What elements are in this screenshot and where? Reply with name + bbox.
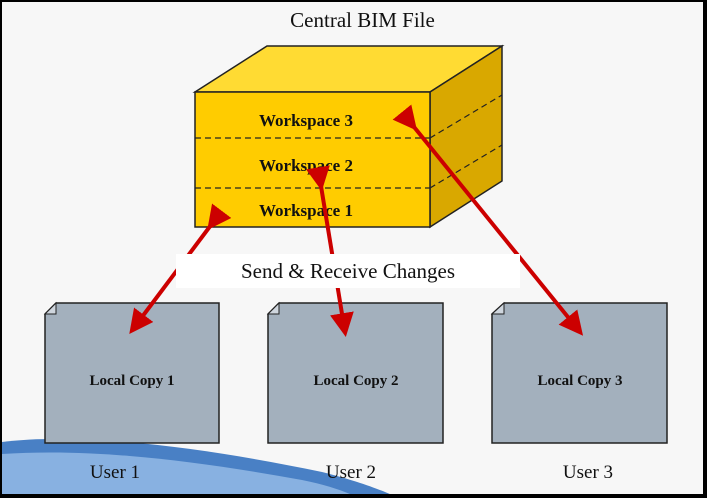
central-bim-cube: Workspace 3 Workspace 2 Workspace 1 bbox=[192, 44, 505, 229]
diagram-title: Central BIM File bbox=[290, 8, 435, 32]
arrow-workspace3-localcopy3 bbox=[392, 104, 584, 336]
connector-label: Send & Receive Changes bbox=[176, 254, 520, 288]
user-2-label: User 2 bbox=[325, 462, 377, 483]
workspace-1-label: Workspace 1 bbox=[259, 201, 353, 220]
user-3-label: User 3 bbox=[562, 462, 614, 483]
local-copy-1-label: Local Copy 1 bbox=[89, 373, 174, 389]
user-1-label: User 1 bbox=[89, 462, 141, 483]
slide-panel: Workspace 3 Workspace 2 Workspace 1 Loca… bbox=[2, 2, 703, 494]
decorative-swoosh-light bbox=[2, 452, 350, 494]
diagram-canvas: Workspace 3 Workspace 2 Workspace 1 Loca… bbox=[2, 44, 668, 494]
local-copy-1-document: Local Copy 1 bbox=[43, 301, 220, 444]
local-copy-3-label: Local Copy 3 bbox=[537, 373, 622, 389]
workspace-2-label: Workspace 2 bbox=[259, 156, 353, 175]
arrow-workspace1-localcopy1 bbox=[129, 203, 232, 334]
workspace-3-label: Workspace 3 bbox=[259, 111, 353, 130]
local-copy-2-document: Local Copy 2 bbox=[266, 301, 444, 444]
local-copy-3-document: Local Copy 3 bbox=[490, 301, 668, 444]
arrow-workspace2-localcopy2 bbox=[306, 165, 354, 338]
local-copy-2-label: Local Copy 2 bbox=[313, 373, 398, 389]
